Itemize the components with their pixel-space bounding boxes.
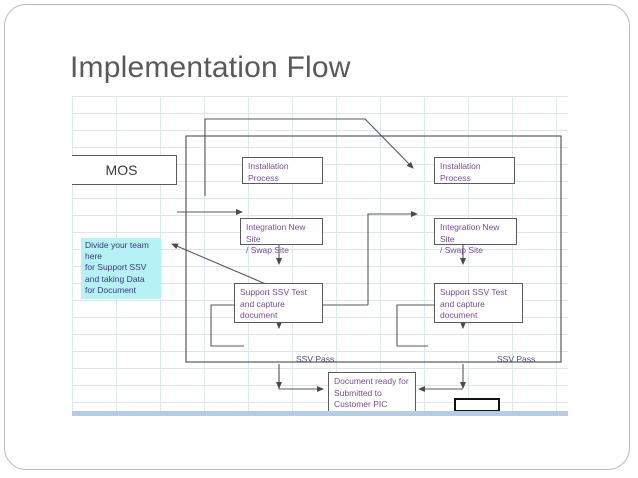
- embedded-spreadsheet-object[interactable]: MOS Installation Process Installation Pr…: [72, 96, 568, 416]
- node-installation-process-left[interactable]: Installation Process: [242, 157, 323, 184]
- edge-label-ssv-pass-left: SSV Pass: [296, 354, 335, 364]
- note-divide-your-team: Divide your team here for Support SSV an…: [81, 238, 161, 299]
- selected-cell[interactable]: [454, 398, 500, 412]
- node-installation-process-right[interactable]: Installation Process: [434, 157, 515, 184]
- node-document-ready[interactable]: Document ready for Submitted to Customer…: [328, 372, 416, 412]
- edge-label-ssv-pass-right: SSV Pass: [497, 354, 536, 364]
- node-integration-new-site-left[interactable]: Integration New Site / Swap Site: [240, 218, 323, 255]
- node-integration-new-site-right[interactable]: Integration New Site / Swap Site: [434, 218, 517, 255]
- node-mos[interactable]: MOS: [72, 155, 177, 185]
- spreadsheet-bottom-bar: [72, 411, 568, 416]
- node-support-ssv-test-right[interactable]: Support SSV Test and capture document: [434, 283, 523, 323]
- node-support-ssv-test-left[interactable]: Support SSV Test and capture document: [234, 283, 323, 323]
- page-title: Implementation Flow: [70, 51, 351, 84]
